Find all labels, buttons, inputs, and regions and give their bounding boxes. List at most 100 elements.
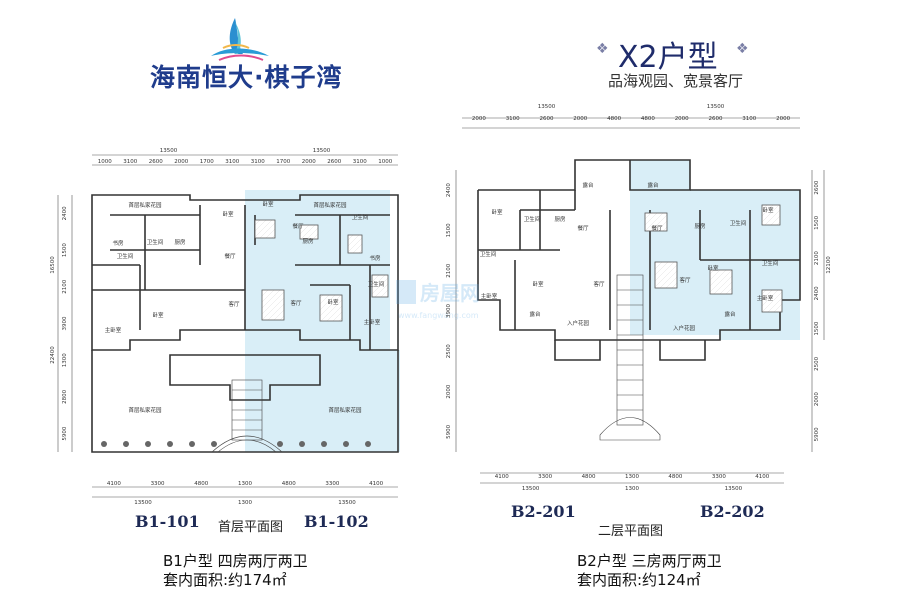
room-label: 卫生间: [524, 215, 541, 223]
dim-label: 4100: [369, 481, 383, 487]
left-floor-plan: [57, 154, 400, 498]
dim-label: 2400: [814, 286, 820, 300]
dim-label: 5900: [814, 427, 820, 441]
room-label: 餐厅: [651, 224, 663, 232]
watermark-url: www.fangwang.com: [398, 311, 479, 320]
unit-area-b2: 套内面积:约124㎡: [577, 571, 701, 589]
unit-label-b2-201: B2-201: [511, 502, 576, 521]
room-label: 首层私家花园: [128, 201, 162, 209]
room-label: 首层私家花园: [313, 201, 347, 209]
dim-label: 2800: [62, 389, 68, 403]
room-label: 主卧室: [481, 292, 498, 300]
room-label: 卫生间: [480, 250, 497, 258]
unit-label-b1-101: B1-101: [135, 512, 200, 531]
watermark-text: 房屋网: [420, 281, 480, 305]
ornament-left-icon: ❖: [596, 41, 609, 57]
dim-label: 1300: [62, 353, 68, 367]
room-label: 卫生间: [352, 213, 369, 221]
room-label: 书房: [112, 239, 124, 247]
dim-label: 13500: [538, 104, 556, 110]
dim-label: 1300: [625, 486, 639, 492]
room-label: 客厅: [679, 276, 691, 284]
room-label: 卧室: [327, 298, 339, 306]
right-floor-plan: [455, 117, 825, 484]
room-label: 入户花园: [567, 319, 590, 327]
room-label: 卧室: [262, 200, 274, 208]
dim-label: 1500: [446, 223, 452, 237]
dim-label: 3100: [225, 159, 239, 165]
dim-label: 3300: [151, 481, 165, 487]
dim-label: 3300: [325, 481, 339, 487]
dim-label: 1500: [814, 321, 820, 335]
dim-label: 16500: [50, 256, 56, 274]
room-label: 厨房: [302, 237, 314, 245]
dim-label: 12100: [826, 256, 832, 274]
dim-label: 13500: [725, 486, 743, 492]
unit-label-b2-202: B2-202: [700, 502, 765, 521]
room-label: 主卧室: [757, 294, 774, 302]
dim-label: 13500: [338, 500, 356, 506]
dim-label: 2600: [149, 159, 163, 165]
dim-label: 1000: [98, 159, 112, 165]
dim-label: 13500: [134, 500, 152, 506]
room-label: 餐厅: [224, 252, 236, 260]
room-label: 露台: [529, 310, 541, 318]
brand-name: 海南恒大·棋子湾: [150, 63, 343, 92]
room-label: 卧室: [762, 206, 774, 214]
dim-label: 4800: [282, 481, 296, 487]
dim-label: 1700: [276, 159, 290, 165]
dim-label: 2000: [472, 116, 486, 122]
dim-label: 22400: [50, 346, 56, 364]
unit-area-b1: 套内面积:约174㎡: [163, 571, 287, 589]
dim-label: 4800: [641, 116, 655, 122]
room-label: 露台: [582, 181, 594, 189]
room-label: 主卧室: [364, 318, 381, 326]
dim-label: 2000: [573, 116, 587, 122]
room-label: 客厅: [228, 300, 240, 308]
dimension-labels: 13500 13500 1000 3100 2600 2000 1700 3100 3100 17…: [50, 104, 832, 506]
unit-subtitle: 品海观园、宽景客厅: [608, 72, 744, 90]
dim-label: 2000: [776, 116, 790, 122]
dim-label: 1500: [814, 215, 820, 229]
unit-type-b1: B1户型 四房两厅两卫: [163, 552, 308, 570]
dim-label: 2500: [446, 344, 452, 358]
dim-label: 1700: [200, 159, 214, 165]
room-label: 卧室: [532, 280, 544, 288]
brand-logo-icon: [211, 18, 269, 61]
room-label: 卫生间: [730, 219, 747, 227]
room-label: 厨房: [174, 238, 186, 246]
dim-label: 2000: [675, 116, 689, 122]
dim-label: 1500: [62, 243, 68, 257]
unit-type-title: X2户型: [618, 40, 718, 75]
ornament-right-icon: ❖: [736, 41, 749, 57]
room-label: 卧室: [222, 210, 234, 218]
dim-label: 13500: [313, 148, 331, 154]
dim-label: 4800: [582, 474, 596, 480]
dim-label: 3100: [742, 116, 756, 122]
dim-label: 2600: [709, 116, 723, 122]
unit-type-b2: B2户型 三房两厅两卫: [577, 552, 722, 570]
dim-label: 2100: [446, 263, 452, 277]
dim-label: 3300: [712, 474, 726, 480]
dim-label: 3900: [446, 304, 452, 318]
dim-label: 3100: [251, 159, 265, 165]
room-label: 餐厅: [292, 222, 304, 230]
dim-label: 4800: [607, 116, 621, 122]
floor-label-second: 二层平面图: [598, 524, 664, 539]
room-label: 厨房: [694, 222, 706, 230]
dim-label: 5900: [446, 424, 452, 438]
room-label: 露台: [724, 310, 736, 318]
watermark: 房屋网 www.fangwang.com: [396, 280, 480, 320]
room-label: 首层私家花园: [128, 406, 162, 414]
dim-label: 5900: [62, 426, 68, 440]
dim-label: 1300: [238, 481, 252, 487]
dim-label: 3100: [353, 159, 367, 165]
dim-label: 3100: [506, 116, 520, 122]
room-label: 书房: [369, 254, 381, 262]
room-label: 卧室: [152, 311, 164, 319]
room-label: 客厅: [290, 299, 302, 307]
dim-label: 2600: [540, 116, 554, 122]
dim-label: 1300: [238, 500, 252, 506]
dim-label: 2400: [62, 206, 68, 220]
